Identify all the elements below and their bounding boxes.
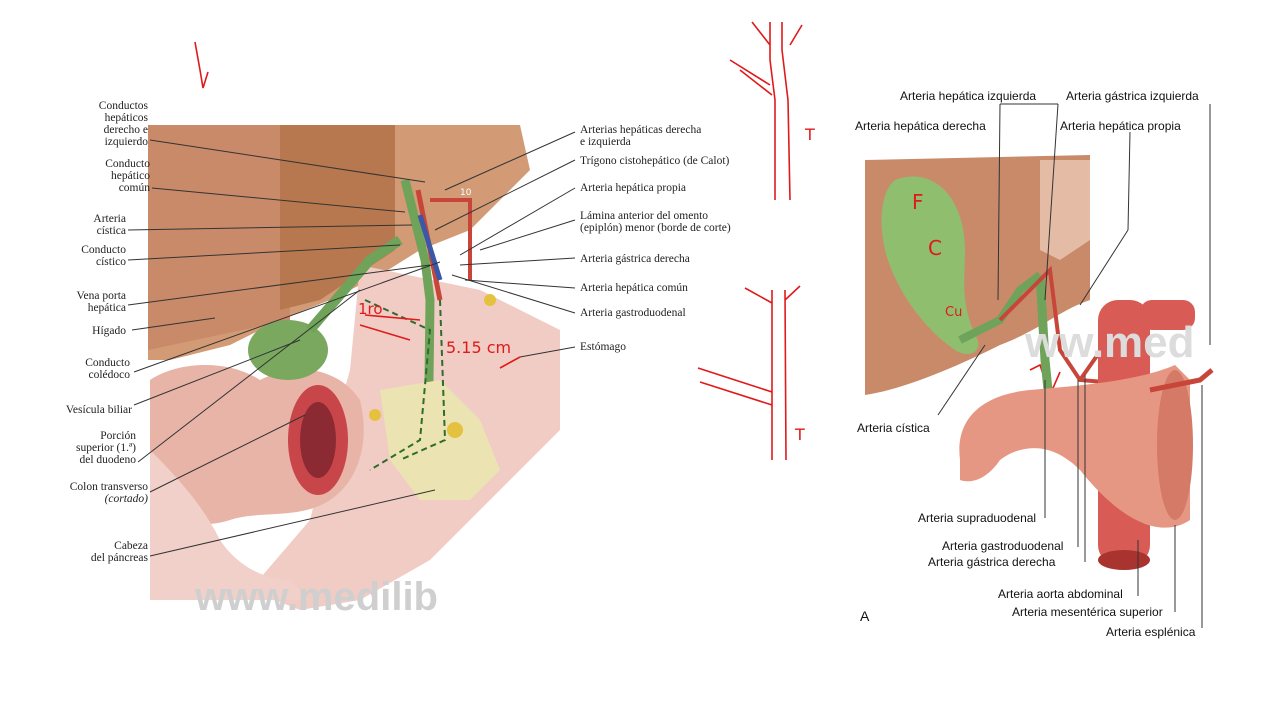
label-r-gastrica-der: Arteria gástrica derecha [928,555,1056,569]
label-r-hep-der: Arteria hepática derecha [855,119,986,133]
panel-letter: A [860,608,870,624]
label-arteria-hepatica-propia: Arteria hepática propia [580,182,686,194]
label-colon-transverso: Colon transverso(cortado) [69,481,148,505]
label-r-gas-izq: Arteria gástrica izquierda [1066,89,1199,103]
gallbladder-left [248,320,328,380]
label-r-mesenterica: Arteria mesentérica superior [1012,605,1163,619]
pancreas-head [380,380,500,500]
annotation-body: C [928,236,942,260]
annotation-neck: Cu [945,305,963,320]
annotation-small-mark: 10 [460,188,472,198]
label-vesicula: Vesícula biliar [65,404,132,416]
label-arteria-gastrica-derecha: Arteria gástrica derecha [580,253,690,265]
right-leader-lines [937,103,1211,628]
annotation-t2: T [795,425,805,444]
label-r-supraduodenal: Arteria supraduodenal [918,511,1037,525]
right-anatomy-drawing [865,155,1214,570]
gallbladder-right [881,176,979,355]
label-lamina-omento: Lámina anterior del omento(epiplón) meno… [580,210,731,234]
label-r-gastroduodenal: Arteria gastroduodenal [942,539,1064,553]
label-arteria-gastroduodenal: Arteria gastroduodenal [580,307,686,319]
label-r-esplenica: Arteria esplénica [1106,625,1196,639]
label-r-hep-prop: Arteria hepática propia [1060,119,1181,133]
label-arteria-hepatica-comun: Arteria hepática común [580,282,688,294]
left-watermark: www.medilib [195,575,438,619]
annotation-fundus: F [912,190,924,214]
annotation-t1: T [805,125,815,144]
annotation-length: 5.15 cm [446,338,512,357]
duodenum-right [959,365,1190,528]
left-anatomy-drawing [148,125,560,610]
label-trigono: Trígono cistohepático (de Calot) [580,155,730,167]
label-higado: Hígado [92,325,126,337]
label-estomago: Estómago [580,341,626,353]
left-leader-lines [127,131,576,557]
label-r-aorta: Arteria aorta abdominal [998,587,1123,601]
label-r-cistica: Arteria cística [857,421,930,435]
label-r-hep-izq: Arteria hepática izquierda [900,89,1037,103]
annotation-first-portion: 1ro [358,300,383,318]
right-watermark: ww.med [1025,318,1195,367]
